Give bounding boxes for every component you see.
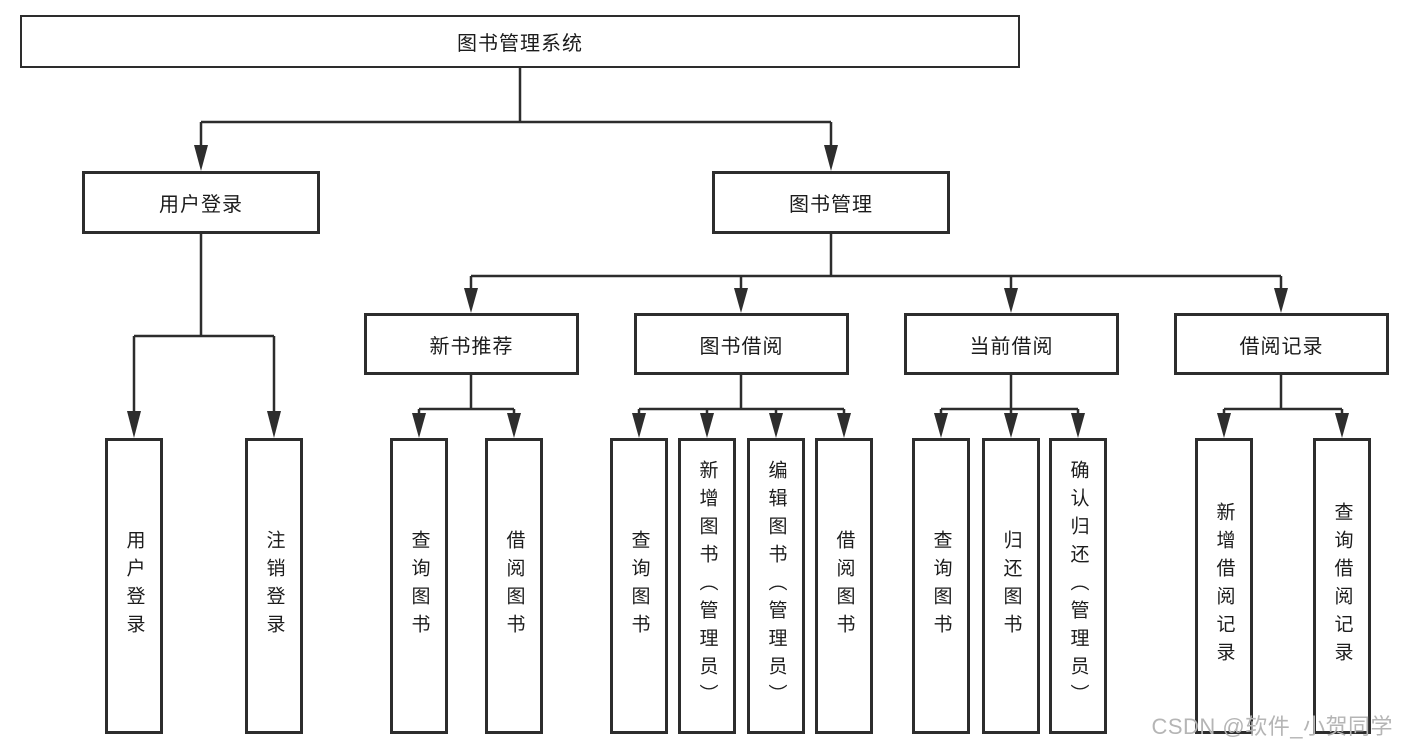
node-new-book-recommend: 新书推荐	[364, 313, 579, 375]
node-label: 图书管理系统	[457, 33, 583, 55]
leaf-borrow-books-1: 借阅图书	[485, 438, 543, 734]
leaf-user-login: 用户登录	[105, 438, 163, 734]
node-label: 新增借阅记录	[1213, 502, 1235, 670]
node-book-management: 图书管理	[712, 171, 950, 234]
node-label: 新书推荐	[429, 335, 514, 358]
node-label: 注销登录	[263, 530, 285, 642]
node-label: 借阅记录	[1239, 335, 1324, 358]
node-label: 用户登录	[123, 530, 145, 642]
leaf-borrow-books-2: 借阅图书	[815, 438, 873, 734]
node-label: 编辑图书（管理员）	[765, 460, 787, 712]
leaf-query-books-1: 查询图书	[390, 438, 448, 734]
leaf-edit-book-admin: 编辑图书（管理员）	[747, 438, 805, 734]
connector-bookmgmt-to-level3	[464, 234, 1288, 313]
connector-root-to-level2	[194, 68, 838, 171]
node-library-management-system: 图书管理系统	[20, 15, 1020, 68]
connector-current-to-leaves	[934, 375, 1085, 438]
node-label: 查询借阅记录	[1331, 502, 1353, 670]
leaf-query-books-2: 查询图书	[610, 438, 668, 734]
node-label: 查询图书	[408, 530, 430, 642]
leaf-add-book-admin: 新增图书（管理员）	[678, 438, 736, 734]
connector-userlogin-to-leaves	[127, 234, 281, 438]
connector-newbooks-to-leaves	[412, 375, 521, 438]
leaf-return-books: 归还图书	[982, 438, 1040, 734]
node-label: 借阅图书	[833, 530, 855, 642]
node-borrowing-records: 借阅记录	[1174, 313, 1389, 375]
node-label: 确认归还（管理员）	[1067, 460, 1089, 712]
node-current-borrowing: 当前借阅	[904, 313, 1119, 375]
node-label: 图书借阅	[699, 335, 784, 358]
node-book-borrowing: 图书借阅	[634, 313, 849, 375]
leaf-logout: 注销登录	[245, 438, 303, 734]
node-label: 用户登录	[159, 194, 243, 216]
connector-records-to-leaves	[1217, 375, 1349, 438]
leaf-confirm-return-admin: 确认归还（管理员）	[1049, 438, 1107, 734]
connector-borrow-to-leaves	[632, 375, 851, 438]
leaf-query-borrow-record: 查询借阅记录	[1313, 438, 1371, 734]
csdn-watermark: CSDN @软件_小贺同学	[1151, 714, 1393, 739]
node-label: 查询图书	[628, 530, 650, 642]
node-label: 借阅图书	[503, 530, 525, 642]
node-label: 当前借阅	[969, 335, 1054, 358]
node-label: 归还图书	[1000, 530, 1022, 642]
node-user-login: 用户登录	[82, 171, 320, 234]
node-label: 图书管理	[789, 194, 873, 216]
leaf-query-books-3: 查询图书	[912, 438, 970, 734]
node-label: 查询图书	[930, 530, 952, 642]
node-label: 新增图书（管理员）	[696, 460, 718, 712]
leaf-add-borrow-record: 新增借阅记录	[1195, 438, 1253, 734]
